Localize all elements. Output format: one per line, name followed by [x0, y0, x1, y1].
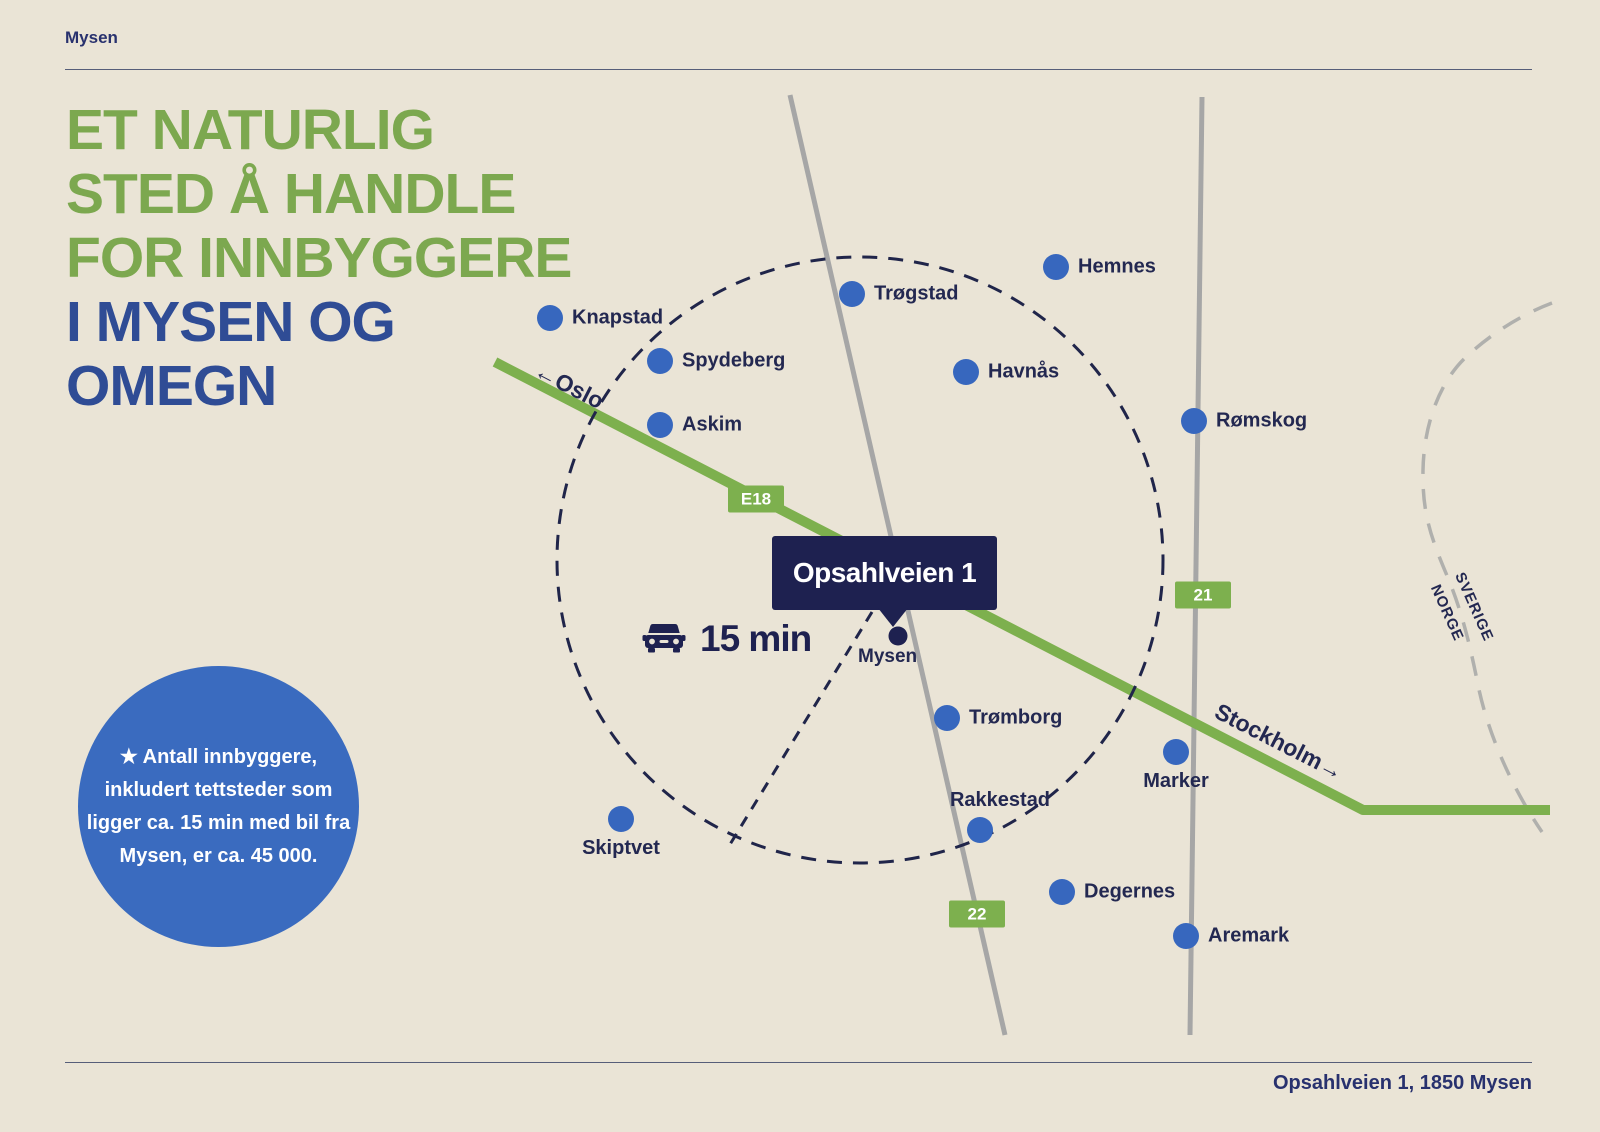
town-dot-trøgstad [839, 281, 865, 307]
heading-line: STED Å HANDLE [66, 162, 516, 226]
road-e18-line [492, 357, 1550, 815]
top-divider [65, 69, 1532, 70]
town-dot-hemnes [1043, 254, 1069, 280]
road-badge-e18: E18 [728, 485, 784, 513]
population-info-circle: ★ Antall innbyggere, inkludert tettstede… [78, 666, 359, 947]
drive-radius-circle [555, 255, 1165, 865]
info-line: inkludert tettsteder som [104, 778, 333, 801]
heading-line: I MYSEN OG [66, 290, 396, 354]
drive-time: 15 min [642, 618, 812, 660]
town-label-trømborg: Trømborg [969, 706, 1063, 729]
town-dot-askim [647, 412, 673, 438]
town-label-marker: Marker [1143, 770, 1209, 792]
town-label-skiptvet: Skiptvet [582, 837, 660, 859]
town-label-knapstad: Knapstad [572, 306, 664, 329]
footer-address: Opsahlveien 1, 1850 Mysen [1272, 1072, 1532, 1094]
town-dot-rakkestad [967, 817, 993, 843]
drive-radius-line [727, 611, 874, 847]
town-label-trøgstad: Trøgstad [874, 282, 959, 305]
callout-pointer [878, 608, 908, 627]
town-label-degernes: Degernes [1084, 880, 1176, 903]
town-label-havnås: Havnås [988, 360, 1060, 383]
main-heading: ET NATURLIG STED Å HANDLE FOR INNBYGGERE… [66, 98, 572, 418]
car-icon [642, 623, 686, 652]
info-line: ★ Antall innbyggere, [119, 745, 318, 768]
town-dot-havnås [953, 359, 979, 385]
info-line: ligger ca. 15 min med bil fra [86, 811, 351, 834]
town-label-hemnes: Hemnes [1078, 255, 1156, 278]
heading-line: FOR INNBYGGERE [66, 226, 572, 290]
town-dot-marker [1163, 739, 1189, 765]
page-title: Mysen [65, 28, 118, 47]
town-label-rømskog: Rømskog [1216, 409, 1308, 432]
heading-line: ET NATURLIG [66, 98, 435, 162]
town-label-aremark: Aremark [1208, 924, 1290, 947]
town-dot-rømskog [1181, 408, 1207, 434]
town-dot-aremark [1173, 923, 1199, 949]
town-label-askim: Askim [682, 413, 743, 436]
bottom-divider [65, 1062, 1532, 1063]
address-callout: Opsahlveien 1 [772, 536, 997, 610]
address-callout-label: Opsahlveien 1 [792, 557, 977, 588]
road-badge-22: 22 [949, 900, 1005, 928]
town-dot-trømborg [934, 705, 960, 731]
town-label-spydeberg: Spydeberg [682, 349, 786, 372]
heading-line: OMEGN [66, 354, 277, 418]
town-dot-knapstad [537, 305, 563, 331]
town-label-rakkestad: Rakkestad [949, 789, 1051, 811]
mysen-town-label: Mysen [858, 646, 918, 667]
town-dot-skiptvet [608, 806, 634, 832]
drive-time-value: 15 min [700, 618, 812, 659]
info-line: Mysen, er ca. 45 000. [119, 844, 318, 867]
border-line-norway-sweden [1421, 301, 1553, 833]
road-badge-21: 21 [1175, 581, 1231, 609]
road-21-line [1187, 96, 1205, 1036]
town-dot-degernes [1049, 879, 1075, 905]
town-dot-spydeberg [647, 348, 673, 374]
mysen-town-dot [888, 626, 908, 646]
